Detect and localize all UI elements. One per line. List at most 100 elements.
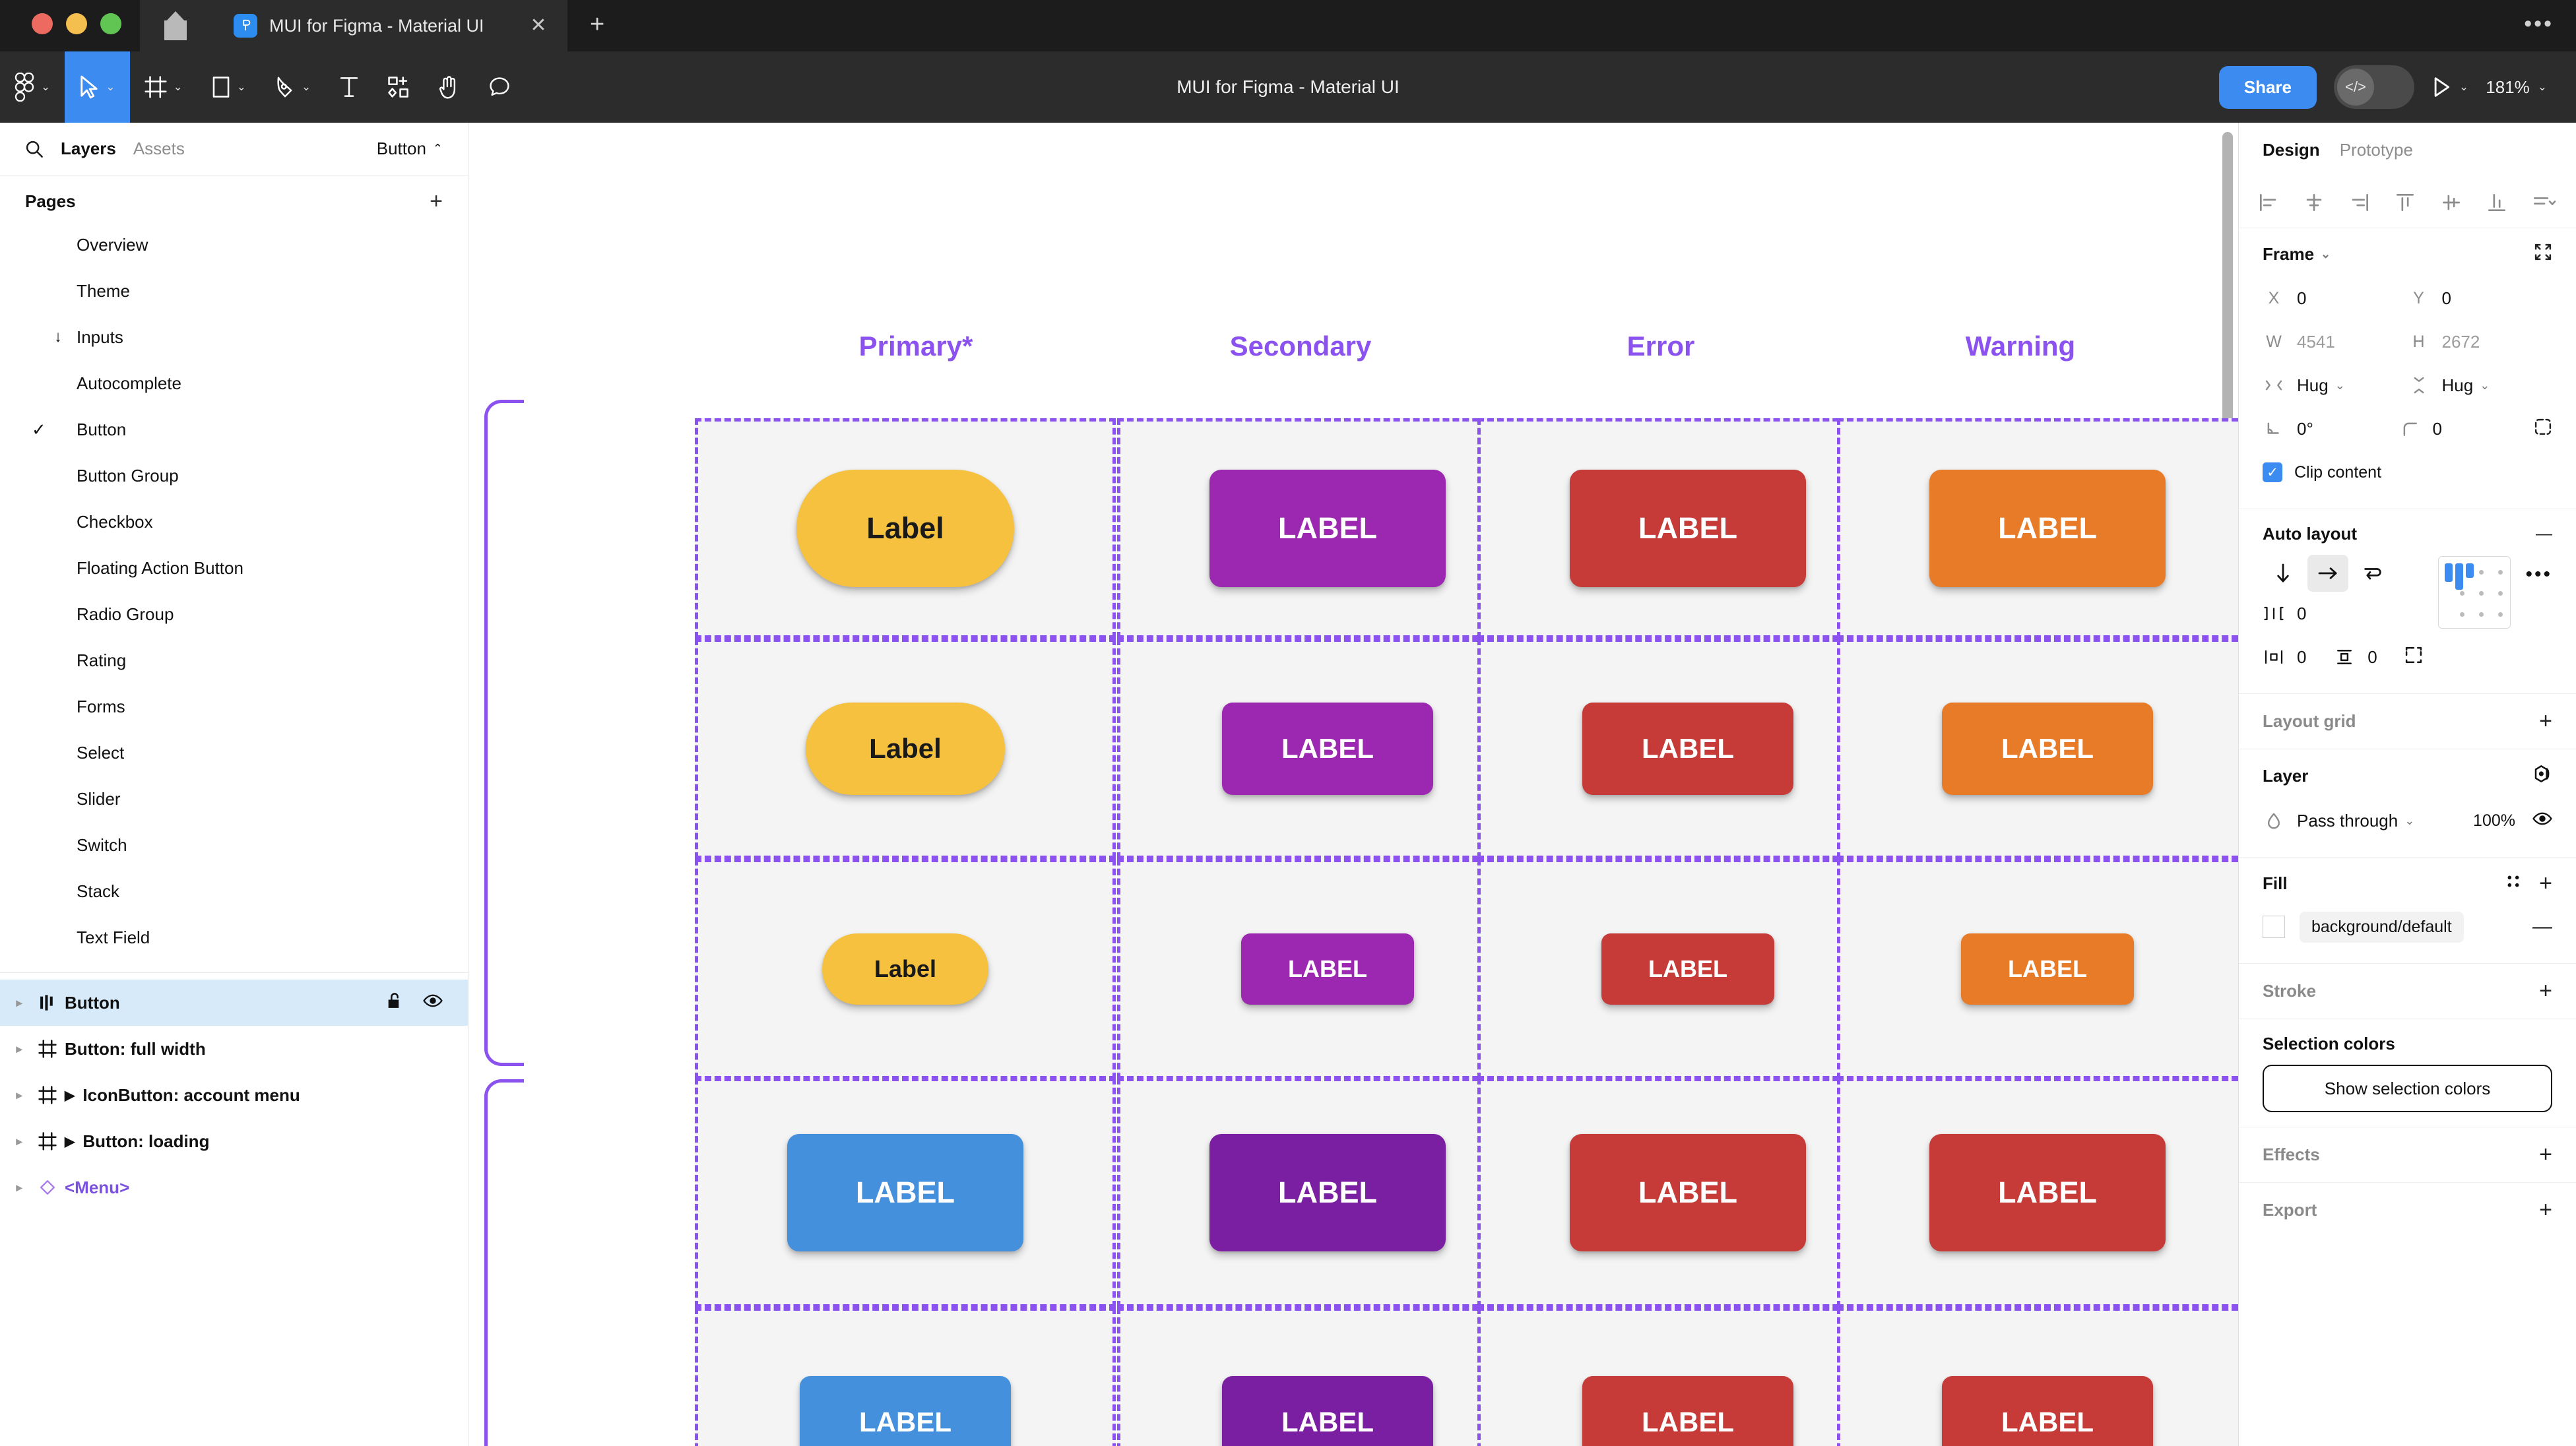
variant-cell[interactable]: LABEL: [1837, 859, 2238, 1079]
tab-design[interactable]: Design: [2263, 139, 2320, 160]
layer-opacity-value[interactable]: 100%: [2473, 811, 2515, 830]
material-button[interactable]: LABEL: [1209, 470, 1446, 587]
page-item[interactable]: Floating Action Button: [0, 545, 468, 591]
horizontal-padding-field[interactable]: 0: [2263, 647, 2333, 668]
fill-color-swatch[interactable]: [2263, 916, 2285, 938]
variant-cell[interactable]: LABEL: [1117, 418, 1538, 639]
comment-tool-icon[interactable]: [474, 51, 525, 123]
variant-cell[interactable]: LABEL: [1837, 1307, 2238, 1446]
page-item[interactable]: ✓Button: [0, 406, 468, 453]
add-export-button[interactable]: +: [2539, 1197, 2552, 1222]
frame-y-field[interactable]: Y 0: [2408, 288, 2553, 309]
chevron-down-icon[interactable]: ⌄: [173, 80, 183, 93]
resize-to-fit-icon[interactable]: [2534, 243, 2552, 266]
fill-style-name[interactable]: background/default: [2300, 911, 2464, 943]
material-button[interactable]: LABEL: [1222, 1376, 1433, 1446]
frame-tool-icon[interactable]: ⌄: [130, 51, 197, 123]
vertical-padding-field[interactable]: 0: [2333, 647, 2404, 668]
distribute-menu-icon[interactable]: [2532, 193, 2556, 212]
chevron-down-icon[interactable]: ⌄: [2459, 80, 2469, 93]
page-item[interactable]: Theme: [0, 268, 468, 314]
blend-mode-preview-icon[interactable]: [2532, 764, 2552, 788]
page-item[interactable]: ↓Inputs: [0, 314, 468, 360]
chevron-down-icon[interactable]: ⌄: [302, 80, 311, 93]
align-horizontal-center-icon[interactable]: [2304, 193, 2324, 212]
remove-auto-layout-button[interactable]: —: [2536, 524, 2552, 543]
align-vertical-center-icon[interactable]: [2441, 193, 2461, 212]
material-button[interactable]: LABEL: [1582, 1376, 1793, 1446]
chevron-down-icon[interactable]: ⌄: [41, 80, 51, 93]
align-top-icon[interactable]: [2395, 193, 2415, 212]
variant-cell[interactable]: Label: [695, 418, 1116, 639]
material-button[interactable]: LABEL: [1570, 1134, 1806, 1251]
disclosure-triangle-icon[interactable]: ▸: [16, 995, 22, 1009]
material-button[interactable]: LABEL: [1929, 470, 2166, 587]
design-canvas[interactable]: Contained Primary*SecondaryErrorWarningL…: [468, 123, 2238, 1446]
page-item[interactable]: Select: [0, 730, 468, 776]
material-button[interactable]: LABEL: [1241, 933, 1414, 1005]
chevron-down-icon[interactable]: ⌄: [2321, 247, 2331, 261]
chevron-down-icon[interactable]: ⌄: [236, 80, 246, 93]
variant-cell[interactable]: LABEL: [1117, 1078, 1538, 1307]
material-button[interactable]: LABEL: [1570, 470, 1806, 587]
align-right-icon[interactable]: [2350, 193, 2369, 212]
add-layout-grid-button[interactable]: +: [2539, 708, 2552, 734]
page-item[interactable]: Rating: [0, 637, 468, 683]
clip-content-checkbox[interactable]: ✓: [2263, 462, 2282, 482]
material-button[interactable]: LABEL: [1961, 933, 2134, 1005]
show-selection-colors-button[interactable]: Show selection colors: [2263, 1065, 2552, 1112]
variant-cell[interactable]: LABEL: [1477, 1307, 1898, 1446]
present-button[interactable]: ⌄: [2431, 77, 2468, 98]
close-window-button[interactable]: [32, 13, 53, 34]
unlock-icon[interactable]: [386, 991, 403, 1015]
layer-row[interactable]: ▸Button: full width: [0, 1026, 468, 1072]
variant-cell[interactable]: LABEL: [1837, 418, 2238, 639]
layer-row[interactable]: ▸▶IconButton: account menu: [0, 1072, 468, 1118]
chevron-down-icon[interactable]: ⌄: [106, 80, 115, 93]
corner-radius-field[interactable]: 0: [2399, 419, 2534, 439]
material-button[interactable]: LABEL: [1209, 1134, 1446, 1251]
material-button[interactable]: LABEL: [787, 1134, 1023, 1251]
home-button[interactable]: [140, 0, 211, 51]
rotation-field[interactable]: 0°: [2263, 419, 2399, 439]
page-item[interactable]: Overview: [0, 222, 468, 268]
visibility-eye-icon[interactable]: [423, 992, 443, 1014]
disclosure-triangle-icon[interactable]: ▸: [16, 1134, 22, 1148]
new-tab-button[interactable]: +: [590, 11, 605, 38]
add-effect-button[interactable]: +: [2539, 1142, 2552, 1167]
vertical-resizing-field[interactable]: Hug ⌄: [2408, 375, 2553, 396]
page-item[interactable]: Checkbox: [0, 499, 468, 545]
variant-cell[interactable]: Label: [695, 639, 1116, 859]
auto-layout-more-options-button[interactable]: •••: [2525, 563, 2552, 585]
page-item[interactable]: Button Group: [0, 453, 468, 499]
material-button[interactable]: LABEL: [1582, 703, 1793, 795]
tab-prototype[interactable]: Prototype: [2339, 139, 2413, 160]
add-page-button[interactable]: +: [430, 189, 443, 214]
browser-tab-active[interactable]: MUI for Figma - Material UI ✕: [211, 0, 567, 51]
material-button[interactable]: LABEL: [1601, 933, 1774, 1005]
align-left-icon[interactable]: [2259, 193, 2278, 212]
variant-cell[interactable]: Label: [695, 859, 1116, 1079]
align-bottom-icon[interactable]: [2487, 193, 2507, 212]
material-button[interactable]: Label: [806, 703, 1005, 795]
frame-x-field[interactable]: X 0: [2263, 288, 2408, 309]
page-item[interactable]: Stack: [0, 868, 468, 914]
resources-tool-icon[interactable]: [373, 51, 424, 123]
remove-fill-button[interactable]: —: [2532, 916, 2552, 937]
variant-cell[interactable]: LABEL: [1117, 1307, 1538, 1446]
disclosure-triangle-icon[interactable]: ▸: [16, 1088, 22, 1102]
text-tool-icon[interactable]: [325, 51, 373, 123]
variant-cell[interactable]: LABEL: [1837, 639, 2238, 859]
dev-mode-toggle[interactable]: </>: [2334, 65, 2414, 109]
blend-mode-field[interactable]: Pass through ⌄: [2263, 811, 2473, 831]
material-button[interactable]: Label: [796, 470, 1014, 587]
variant-cell[interactable]: LABEL: [1837, 1078, 2238, 1307]
page-item[interactable]: Autocomplete: [0, 360, 468, 406]
clip-content-row[interactable]: ✓ Clip content: [2263, 451, 2552, 494]
disclosure-triangle-icon[interactable]: ▸: [16, 1042, 22, 1055]
layer-row[interactable]: ▸<Menu>: [0, 1164, 468, 1210]
page-item[interactable]: Slider: [0, 776, 468, 822]
material-button[interactable]: Label: [822, 933, 988, 1005]
layer-row[interactable]: ▸Button: [0, 980, 468, 1026]
move-tool-icon[interactable]: ⌄: [65, 51, 130, 123]
